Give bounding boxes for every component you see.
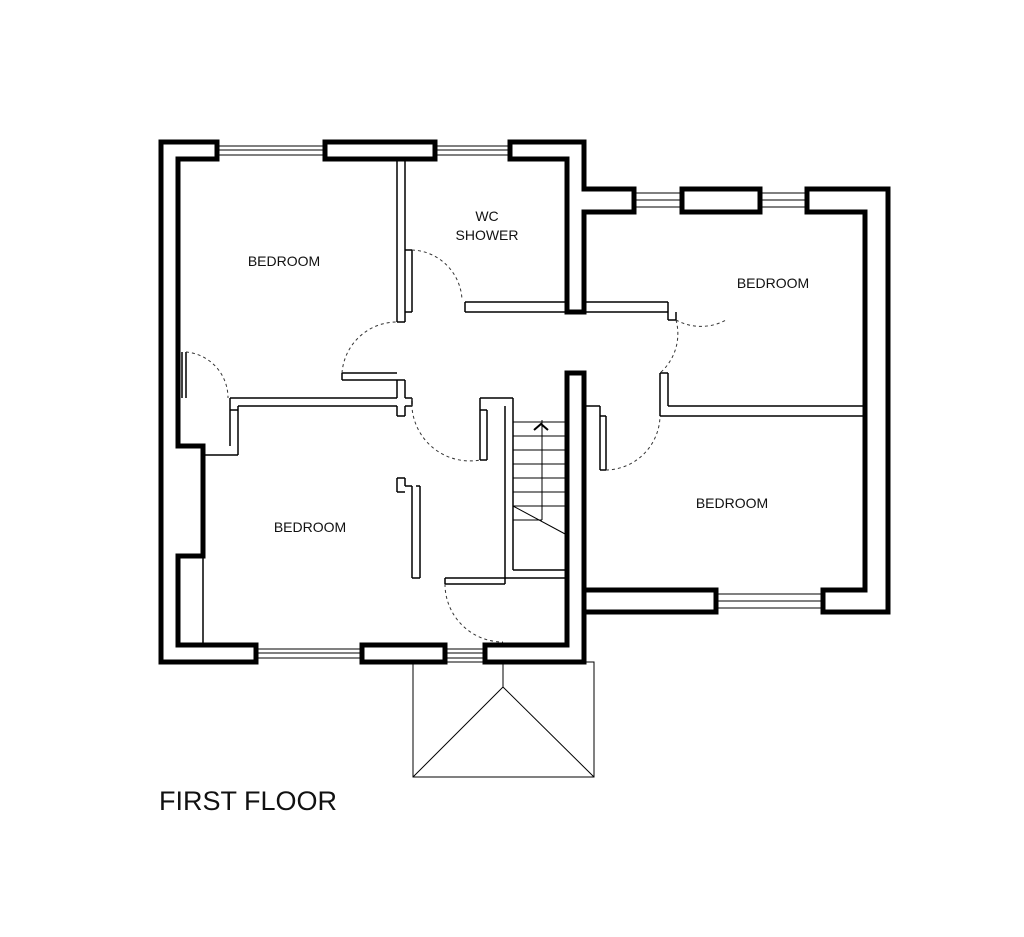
room-label-bedroom-top-right: BEDROOM [737, 275, 809, 291]
room-label-bedroom-bottom-right: BEDROOM [696, 495, 768, 511]
exterior-walls [158, 139, 891, 665]
room-label-wc: WC [475, 208, 498, 224]
room-label-bedroom-bottom-left: BEDROOM [274, 519, 346, 535]
internal-walls [181, 159, 865, 645]
room-label-bedroom-top-left: BEDROOM [248, 253, 320, 269]
porch-roof [412, 661, 595, 778]
door-swings [185, 249, 727, 643]
windows [217, 145, 823, 659]
room-label-shower: SHOWER [456, 227, 519, 243]
staircase [512, 420, 568, 536]
floor-title: FIRST FLOOR [159, 786, 337, 816]
